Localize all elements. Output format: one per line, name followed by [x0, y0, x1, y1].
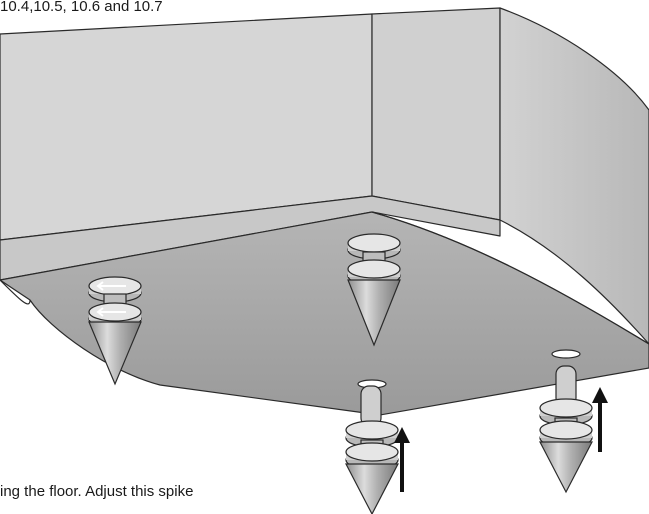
- spike-right: [539, 365, 593, 494]
- cabinet-front-middle: [371, 7, 501, 221]
- spike-center: [347, 233, 401, 347]
- cabinet-base-rim: [371, 211, 649, 345]
- up-arrow-icon: [394, 427, 410, 492]
- up-arrow-icon: [592, 387, 608, 452]
- cabinet-plinth-front: [0, 195, 501, 281]
- cabinet-base-left-curve: [0, 279, 31, 305]
- caption-top: 10.4,10.5, 10.6 and 10.7: [0, 0, 163, 15]
- spike-rear-left: [88, 276, 142, 386]
- rotate-arrow-icon: [96, 281, 126, 291]
- caption-bottom: ing the floor. Adjust this spike: [0, 483, 194, 500]
- mount-hole-right: [551, 349, 581, 359]
- rotate-arrow-icon: [96, 307, 126, 317]
- spike-front: [345, 385, 399, 514]
